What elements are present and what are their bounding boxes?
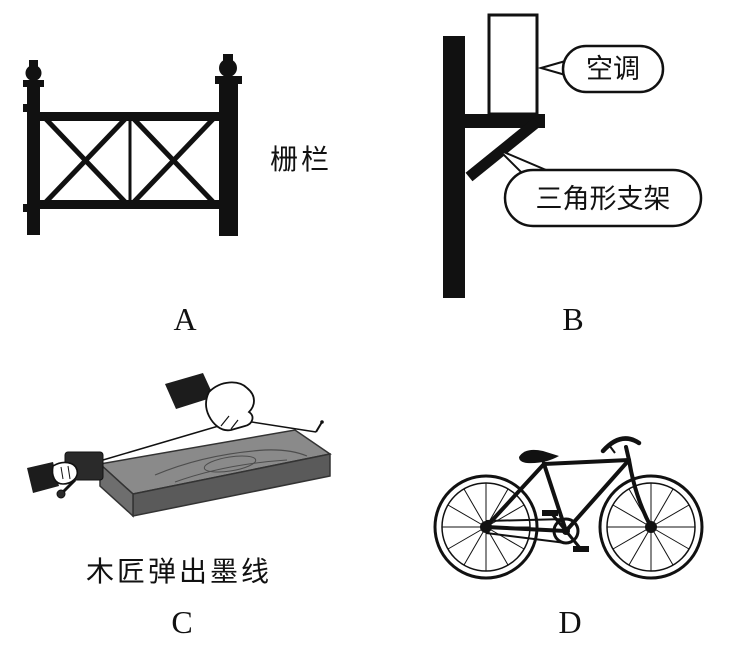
panel-c: [25, 372, 345, 557]
panel-a: [10, 52, 270, 252]
nail: [315, 420, 324, 433]
option-letter-b: B: [562, 301, 584, 337]
left-hand: [27, 461, 79, 493]
fence-right-post: [215, 54, 242, 236]
option-letter-d: D: [558, 604, 582, 640]
panel-d: [423, 407, 718, 597]
bubble-bracket-text: 三角形支架: [536, 184, 671, 214]
speech-bubble-ac: 空调: [537, 44, 665, 94]
fence-label: 栅栏: [270, 145, 333, 176]
option-letter-c: C: [171, 604, 193, 640]
fence-illustration: [23, 54, 242, 236]
pinching-hand: [165, 373, 255, 432]
panel-b: 空调 三角形支架: [425, 10, 715, 310]
bracket-illustration: 空调 三角形支架: [443, 13, 703, 298]
saddle: [519, 449, 559, 465]
drivetrain: [485, 510, 589, 552]
front-wheel: [598, 474, 704, 580]
ac-unit: [487, 13, 539, 116]
speech-bubble-bracket: 三角形支架: [498, 149, 703, 228]
chalkline-caption: 木匠弹出墨线: [86, 557, 273, 588]
wood-plank: [98, 429, 332, 518]
bicycle-illustration: [433, 436, 704, 580]
bubble-ac-text: 空调: [586, 54, 640, 84]
fence-cross-braces: [41, 114, 218, 207]
handlebar: [600, 436, 642, 454]
rear-wheel: [433, 474, 539, 580]
option-letter-a: A: [173, 301, 197, 337]
chalkline-illustration: [27, 373, 332, 518]
fence-left-post: [23, 60, 44, 235]
diagonal-brace: [465, 117, 541, 182]
bracket-arm: [465, 114, 545, 128]
wall-post: [443, 36, 465, 298]
